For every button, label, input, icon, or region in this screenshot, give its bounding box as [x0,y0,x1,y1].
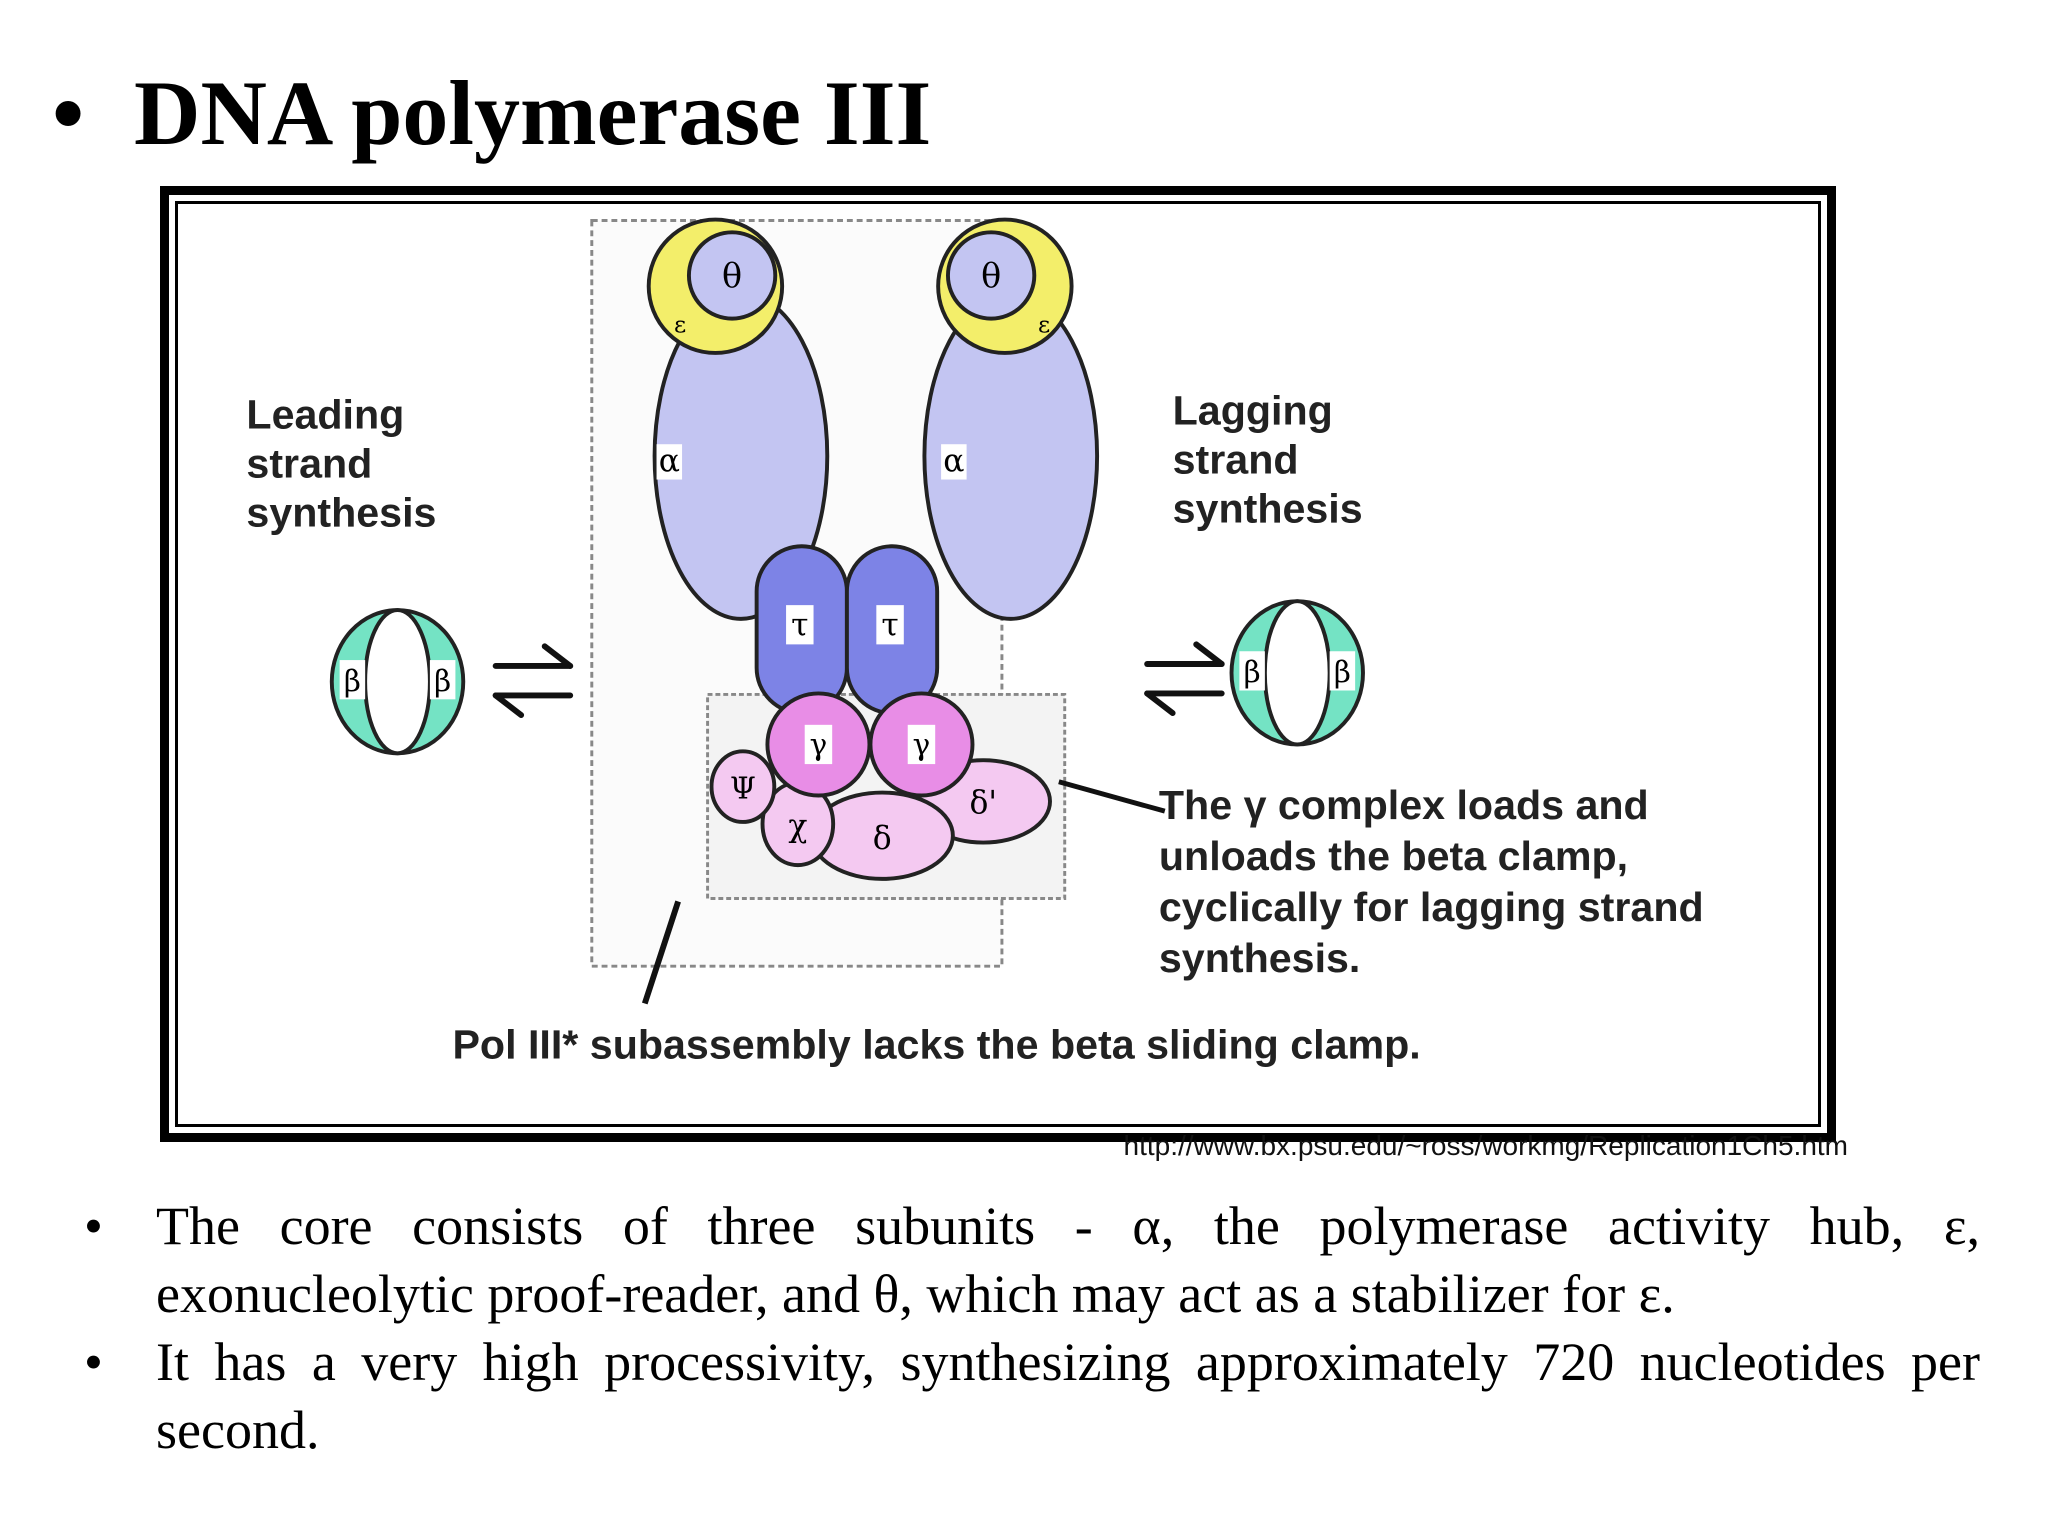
gamma-right-label: γ [913,728,931,762]
theta-left-label: θ [722,256,742,295]
bullet-text: It has a very high processivity, synthes… [156,1332,1980,1460]
gamma-complex-label: The γ complex loads and unloads the beta… [1159,782,1715,981]
bullet-core-subunits: • The core consists of three subunits - α… [80,1192,1980,1328]
pol3-diagram: α α θ ε θ ε τ τ δ' δ χ Ψ γ γ [160,186,1836,1142]
epsilon-left-label: ε [674,310,686,338]
beta-right-b-label: β [1334,656,1351,690]
epsilon-right-label: ε [1038,310,1050,338]
bullet-dot: • [84,1196,103,1256]
title-text: DNA polymerase III [134,62,932,164]
lagging-strand-label: Lagging strand synthesis [1173,388,1363,532]
equilibrium-arrow-right [1144,641,1225,717]
alpha-left-label: α [659,444,680,480]
psi-subunit [709,749,777,824]
source-url: http://www.bx.psu.edu/~ross/workmg/Repli… [1123,1130,1848,1161]
psi-label: Ψ [730,771,756,805]
gamma-left-label: γ [810,728,828,762]
delta-prime-label: δ' [970,785,998,821]
beta-left-b-label: β [434,664,451,698]
tau-right-label: τ [881,608,898,644]
bullet-dot: • [84,1332,103,1392]
theta-right [945,230,1037,321]
chi-label: χ [788,809,807,845]
delta-label: δ [873,820,892,856]
diagram-caption: Pol III* subassembly lacks the beta slid… [452,1021,1420,1067]
beta-right-a-label: β [1244,656,1261,690]
tau-left-label: τ [791,608,808,644]
pol3-diagram-svg: α α θ ε θ ε τ τ δ' δ χ Ψ γ γ [246,217,1715,1067]
theta-right-label: θ [981,256,1001,295]
beta-clamp-right-hole [1262,599,1332,747]
equilibrium-arrow-left [492,643,574,718]
bullet-text: The core consists of three subunits - α,… [156,1196,1980,1324]
theta-left [686,230,778,321]
bullet-processivity: • It has a very high processivity, synthe… [80,1328,1980,1464]
beta-left-a-label: β [344,664,361,698]
alpha-right-label: α [943,444,964,480]
pol3-star-pointer-line [641,900,681,1005]
gamma-pointer-line [1058,779,1166,814]
body-bullets: • The core consists of three subunits - α… [80,1192,1980,1464]
slide-title: • DNA polymerase III [52,58,931,168]
title-bullet: • [52,62,85,164]
leading-strand-label: Leading strand synthesis [246,392,436,536]
beta-clamp-left-hole [363,608,432,756]
